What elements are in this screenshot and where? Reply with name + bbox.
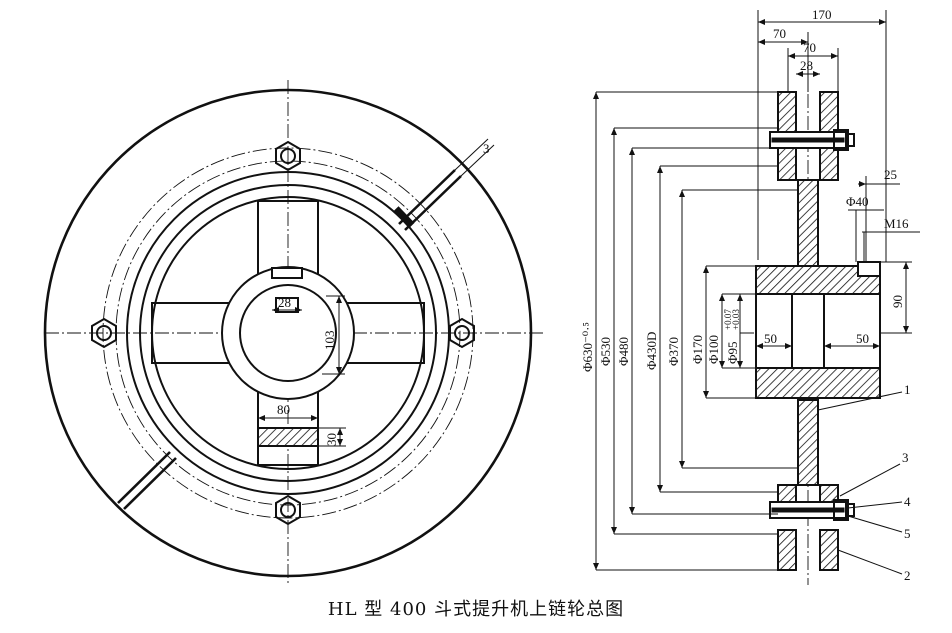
d630-label: Φ630⁻⁰·⁵	[580, 322, 595, 372]
web-outer-edge	[139, 184, 437, 482]
hub-bore	[755, 293, 881, 369]
d480-label: Φ480	[616, 337, 631, 366]
spoke-section	[257, 427, 319, 447]
callout-2: 2	[837, 549, 911, 583]
svg-text:1: 1	[904, 382, 911, 397]
bolt-bottom	[275, 494, 301, 526]
svg-text:5: 5	[904, 526, 911, 541]
svg-text:Φ40: Φ40	[846, 194, 869, 209]
overall-width-dimension: 170	[757, 7, 887, 262]
keyway-width-dimension: 28	[796, 58, 820, 77]
diameter-dims: Φ630⁻⁰·⁵ Φ530 Φ480 Φ430D Φ370 Φ170 Φ100 …	[580, 91, 798, 571]
side-view: 170 70 70 28	[580, 7, 920, 585]
bolt-right	[449, 317, 475, 349]
d95-tol-lower: +0.03	[731, 309, 741, 330]
d370-label: Φ370	[666, 337, 681, 366]
side-bolt-bottom	[769, 499, 855, 521]
slot-dim-label: 3	[483, 141, 490, 156]
d95-label: Φ95	[725, 341, 740, 364]
svg-text:90: 90	[890, 295, 905, 308]
thread-dimension: M16	[862, 216, 920, 262]
hub-half-dims: 50 50	[756, 331, 880, 349]
rim-plate-left-bottom	[777, 529, 797, 571]
svg-text:2: 2	[904, 568, 911, 583]
hub-height-dimension: 90	[880, 261, 912, 334]
half-width-a-dimension: 70	[758, 26, 809, 92]
half-width-b-dimension: 70	[787, 40, 839, 92]
d170-label: Φ170	[690, 335, 705, 364]
svg-text:28: 28	[800, 58, 813, 73]
callout-3: 3	[839, 450, 909, 497]
svg-text:3: 3	[902, 450, 909, 465]
d100-label: Φ100	[706, 335, 721, 364]
d430-label: Φ430D	[644, 332, 659, 370]
svg-text:28: 28	[278, 295, 291, 310]
front-view: 3 28 103 80	[43, 80, 545, 585]
svg-text:70: 70	[773, 26, 786, 41]
web-lower	[797, 399, 819, 486]
rim-plate-right-top	[819, 91, 839, 133]
split-slot-upper-right	[393, 169, 462, 231]
boss-diameter-dimension: Φ40	[846, 194, 884, 262]
callout-4: 4	[847, 494, 911, 509]
spoke-thickness-dimension: 30	[318, 427, 346, 447]
svg-text:103: 103	[322, 331, 337, 351]
bolt-top	[275, 140, 301, 172]
svg-text:170: 170	[812, 7, 832, 22]
svg-text:50: 50	[856, 331, 869, 346]
svg-text:30: 30	[324, 433, 339, 446]
hub-lower	[755, 367, 881, 399]
callout-5: 5	[847, 515, 911, 541]
side-bolt-top	[769, 129, 855, 151]
svg-text:4: 4	[904, 494, 911, 509]
hub-depth-dimension: 103	[322, 295, 345, 375]
rim-plate-right-bottom	[819, 529, 839, 571]
svg-text:25: 25	[884, 167, 897, 182]
d95-tol-upper: +0.07	[723, 309, 733, 330]
outer-rim	[43, 88, 533, 578]
split-slot-lower-left	[117, 451, 177, 510]
svg-text:80: 80	[277, 402, 290, 417]
slot-dim-leader	[454, 138, 489, 171]
spoke-width-dimension: 80	[257, 402, 319, 424]
bolt-offset-dimension: 25	[858, 167, 900, 262]
web-upper	[797, 179, 819, 267]
svg-text:M16: M16	[884, 216, 909, 231]
keyway-dimension: 28	[272, 295, 302, 313]
keyway	[271, 267, 303, 279]
drawing-caption: HL 型 400 斗式提升机上链轮总图	[327, 599, 625, 620]
bolt-left	[91, 317, 117, 349]
d530-label: Φ530	[598, 337, 613, 366]
svg-text:50: 50	[764, 331, 777, 346]
rim-plate-left-top	[777, 91, 797, 133]
svg-text:70: 70	[803, 40, 816, 55]
callout-1: 1	[817, 382, 911, 411]
